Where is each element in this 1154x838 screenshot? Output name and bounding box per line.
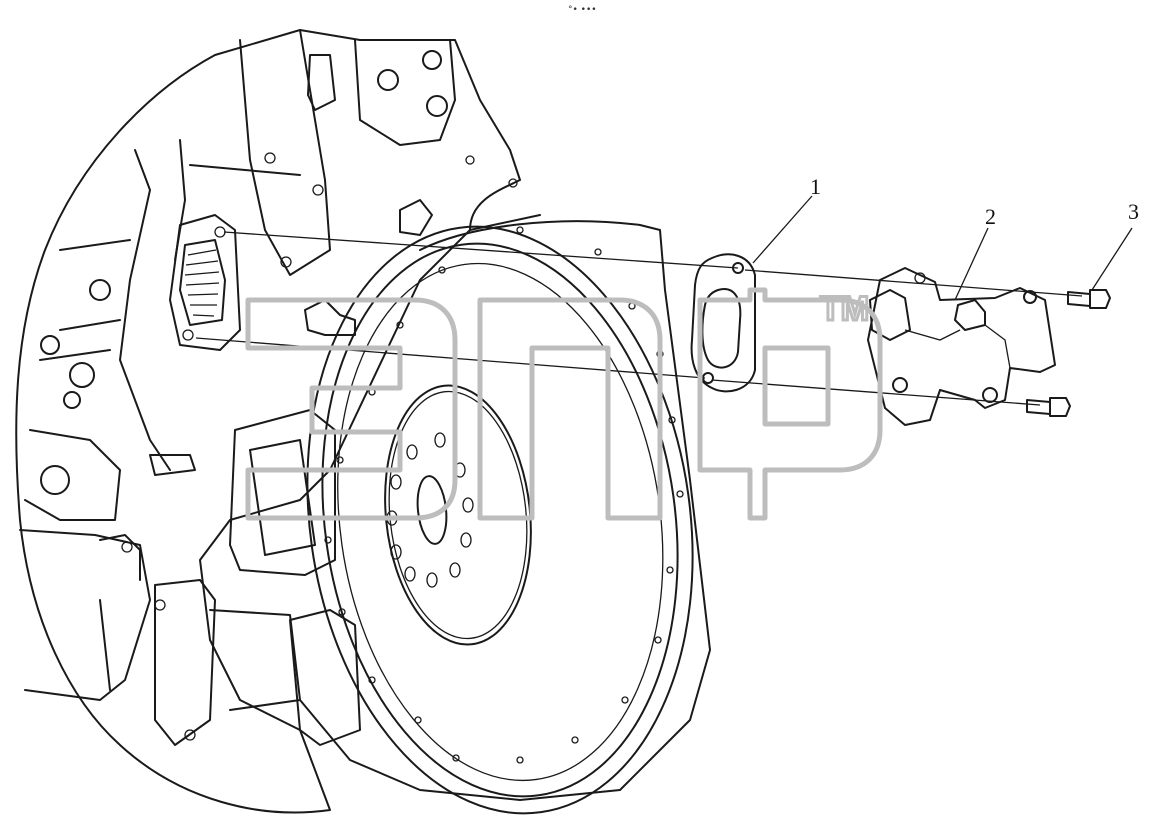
flywheel [384, 384, 532, 646]
bolt-part-3-lower [1026, 397, 1071, 417]
watermark-trademark: TM [820, 290, 869, 328]
callout-2: 2 [954, 204, 996, 301]
bolt-part-3-upper [1067, 289, 1111, 309]
callout-1-label: 1 [810, 174, 821, 199]
housing-bolt-holes [324, 226, 684, 764]
header-tiny-mark: °• ••• [568, 5, 597, 15]
engine-block [15, 29, 541, 814]
callout-3-label: 3 [1128, 199, 1139, 224]
callout-1: 1 [752, 174, 821, 264]
bracket-part-2 [867, 267, 1056, 426]
watermark-logo: TM [245, 287, 883, 521]
callout-3: 3 [1091, 199, 1139, 291]
callout-2-label: 2 [985, 204, 996, 229]
